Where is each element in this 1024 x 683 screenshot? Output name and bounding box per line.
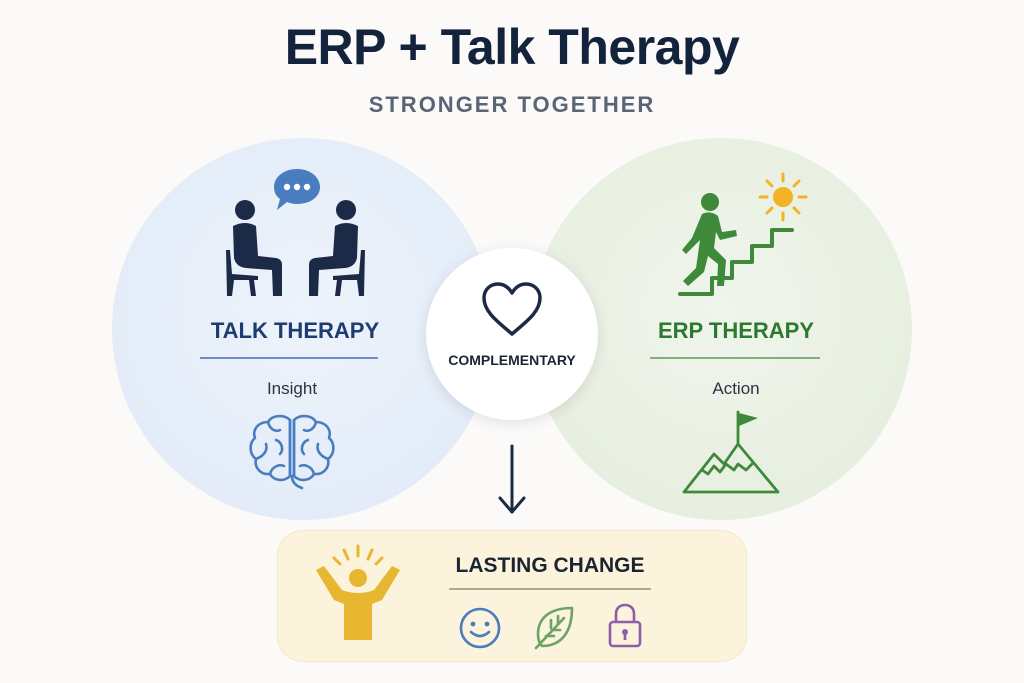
brain-icon: [249, 414, 335, 490]
mountain-flag-icon: [682, 410, 780, 494]
lasting-change-divider: [449, 588, 651, 590]
insight-label: Insight: [266, 379, 318, 398]
celebrating-person-icon: [316, 544, 400, 640]
page-title: ERP + Talk Therapy: [284, 19, 740, 75]
lock-icon: [608, 603, 642, 648]
complementary-label: COMPLEMENTARY: [448, 352, 576, 368]
speech-bubble-icon: [274, 169, 320, 210]
lasting-change-title: LASTING CHANGE: [455, 554, 645, 577]
page-subtitle: STRONGER TOGETHER: [368, 92, 656, 117]
sun-icon: [758, 172, 808, 222]
heart-icon: [482, 282, 542, 336]
erp-therapy-divider: [650, 357, 820, 359]
person-climbing-stairs-icon: [678, 193, 794, 296]
down-arrow-icon: [498, 444, 526, 514]
leaf-icon: [534, 606, 574, 650]
action-label: Action: [712, 379, 760, 398]
erp-therapy-heading: ERP THERAPY: [657, 318, 815, 343]
smiley-face-icon: [459, 607, 501, 649]
talk-therapy-divider: [200, 357, 378, 359]
two-people-talking-icon: [226, 200, 365, 296]
talk-therapy-heading: TALK THERAPY: [210, 318, 380, 343]
